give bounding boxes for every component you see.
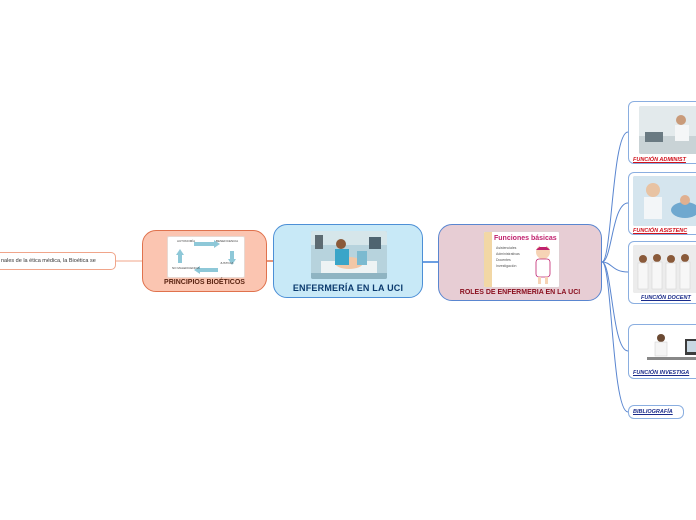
roles-title: ROLES DE ENFERMERIA EN LA UCI	[459, 289, 581, 296]
role-child-assistance[interactable]: FUNCIÓN ASISTENC	[628, 172, 696, 235]
role-child-label-bibliography: BIBLIOGRAFÍA	[633, 409, 673, 415]
cycle-label-nonmaleficence: NO MALEFICENCIA	[172, 266, 200, 270]
role-child-bibliography[interactable]: BIBLIOGRAFÍA	[628, 405, 684, 419]
slide-title: Funciones básicas	[494, 235, 557, 242]
assistance-photo-image	[633, 176, 696, 226]
role-child-teaching[interactable]: FUNCIÓN DOCENT	[628, 241, 696, 304]
role-child-label-research: FUNCIÓN INVESTIGA	[633, 370, 690, 376]
nurse-cartoon-icon	[535, 244, 551, 284]
slide-item-1: Asistenciales	[496, 246, 517, 250]
cycle-label-beneficence: BENEFICENCIA	[216, 239, 239, 243]
cycle-label-justice: JUSTICIA	[220, 261, 234, 265]
research-photo-image	[639, 329, 696, 367]
central-title: ENFERMERÍA EN LA UCI	[292, 283, 404, 293]
role-child-research[interactable]: FUNCIÓN INVESTIGA	[628, 324, 696, 379]
role-child-label-administrative: FUNCIÓN ADMINIST	[633, 157, 686, 163]
administrative-photo-image	[639, 106, 696, 154]
roles-node[interactable]: Funciones básicas Asistenciales Administ…	[438, 224, 602, 301]
basic-functions-slide-image: Funciones básicas Asistenciales Administ…	[483, 231, 560, 288]
bioethics-description-text: nales de la ética médica, la Bioética se	[1, 258, 96, 264]
icu-photo-image	[311, 231, 387, 279]
role-child-label-assistance: FUNCIÓN ASISTENC	[633, 228, 688, 234]
slide-item-2: Administrativas	[496, 252, 520, 256]
role-child-label-teaching: FUNCIÓN DOCENT	[641, 295, 691, 301]
bioethics-description-node[interactable]: nales de la ética médica, la Bioética se	[0, 252, 116, 270]
slide-item-3: Docentes	[496, 258, 511, 262]
principles-title: PRINCIPIOS BIOÉTICOS	[164, 279, 245, 286]
cycle-label-autonomy: AUTONOMÍA	[177, 239, 196, 243]
role-child-administrative[interactable]: FUNCIÓN ADMINIST	[628, 101, 696, 164]
slide-item-4: Investigación	[496, 264, 517, 268]
central-topic-node[interactable]: ENFERMERÍA EN LA UCI	[273, 224, 423, 298]
bioethics-cycle-image: AUTONOMÍA BENEFICENCIA JUSTICIA NO MALEF…	[167, 236, 245, 278]
teaching-photo-image	[633, 245, 696, 293]
principles-node[interactable]: AUTONOMÍA BENEFICENCIA JUSTICIA NO MALEF…	[142, 230, 267, 292]
